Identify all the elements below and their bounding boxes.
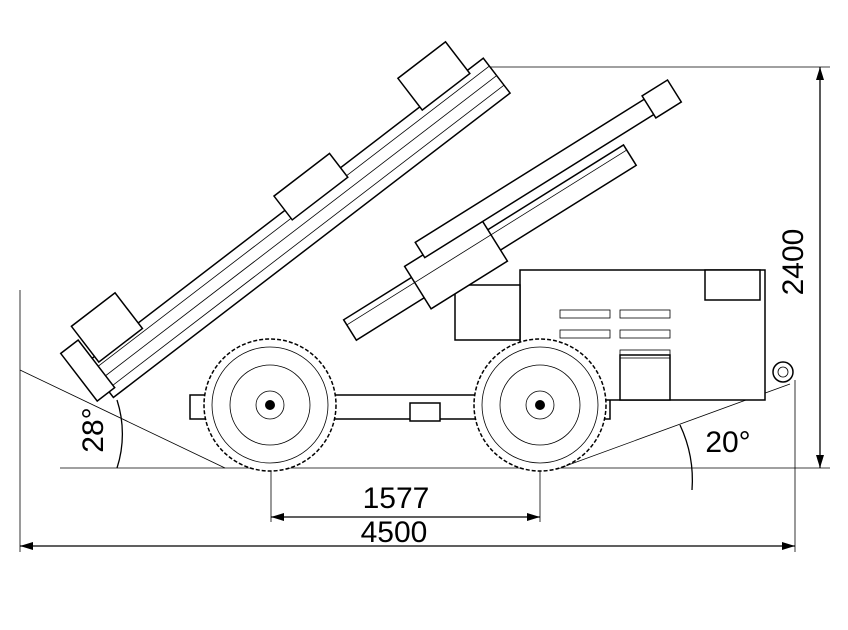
mast-bracket [272,152,349,221]
length-label: 4500 [361,516,428,549]
front-angle-label: 28° [77,407,110,452]
rear-wheel [473,338,607,472]
arrow [816,67,824,80]
valve-block [454,284,521,341]
front-angle-arc [116,399,124,469]
motor [619,354,671,401]
chassis-box [409,402,441,422]
mast-foot [59,338,116,403]
tank [704,269,761,301]
arrow [816,455,824,468]
arrow [271,513,284,521]
rod-clamp [70,291,144,364]
height-label: 2400 [777,229,810,296]
rear-angle-label: 20° [705,426,750,459]
rotation-head [396,40,471,112]
rear-angle-arc [679,424,694,491]
wheelbase-label: 1577 [363,482,430,515]
front-approach-line [19,369,226,469]
tow-hitch [772,361,794,383]
control-levers [559,309,671,359]
front-wheel [203,338,337,472]
support-cylinder [414,78,683,259]
arrow [782,542,795,550]
arrow [20,542,33,550]
arrow [527,513,540,521]
lift-boom [342,143,638,342]
drill-mast [59,40,512,403]
